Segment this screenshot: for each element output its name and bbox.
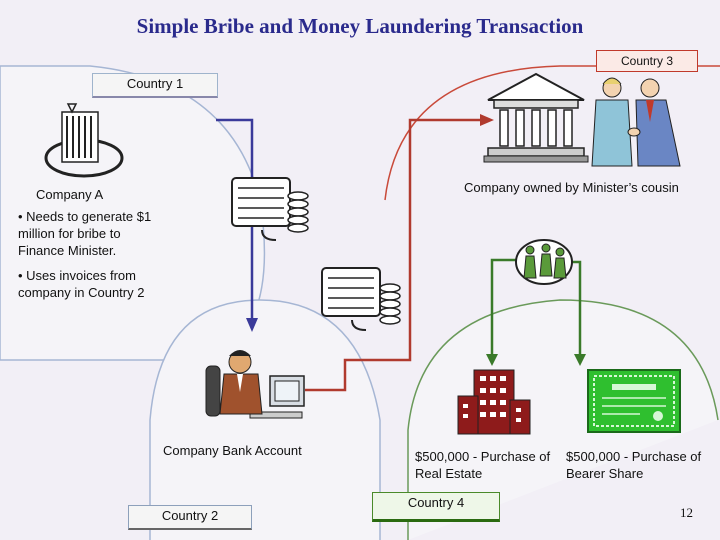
cash-register-icon bbox=[231, 177, 309, 241]
country2-label: Country 2 bbox=[128, 505, 252, 530]
bank-account-label: Company Bank Account bbox=[163, 443, 302, 458]
country1-label: Country 1 bbox=[92, 73, 218, 98]
company-a-bullet-1: • Needs to generate $1 million for bribe… bbox=[18, 209, 152, 258]
apartment-building-icon bbox=[457, 369, 531, 435]
office-building-icon bbox=[44, 103, 124, 178]
page-number: 12 bbox=[680, 505, 693, 520]
slide-title: Simple Bribe and Money Laundering Transa… bbox=[136, 14, 584, 38]
country4-region bbox=[407, 299, 719, 540]
arrow-head-cousin bbox=[480, 114, 494, 126]
arrow-head-real-estate bbox=[486, 354, 498, 366]
share-certificate-icon bbox=[587, 369, 681, 433]
dancing-people-icon bbox=[515, 239, 573, 285]
real-estate-label: $500,000 - Purchase of Real Estate bbox=[415, 449, 551, 481]
handshake-people-icon bbox=[591, 77, 681, 167]
company-a-bullet-2: • Uses invoices from company in Country … bbox=[18, 268, 145, 300]
businessman-computer-icon bbox=[205, 350, 305, 419]
cousin-company-label: Company owned by Minister’s cousin bbox=[464, 180, 679, 195]
arrow-company-a-to-bank bbox=[216, 118, 254, 320]
arrow-to-real-estate bbox=[490, 258, 520, 356]
government-bank-icon bbox=[483, 72, 589, 163]
country2-region bbox=[149, 299, 381, 540]
company-a-label: Company A bbox=[36, 187, 104, 202]
country3-label: Country 3 bbox=[596, 50, 698, 72]
arrow-bank-to-cousin bbox=[305, 118, 482, 392]
arrow-head-bearer-share bbox=[574, 354, 586, 366]
country4-label: Country 4 bbox=[372, 492, 500, 522]
bearer-share-label: $500,000 - Purchase of Bearer Share bbox=[566, 449, 702, 481]
country3-region bbox=[384, 65, 720, 201]
arrow-head-bank bbox=[246, 318, 258, 332]
cash-register-icon bbox=[321, 267, 401, 331]
